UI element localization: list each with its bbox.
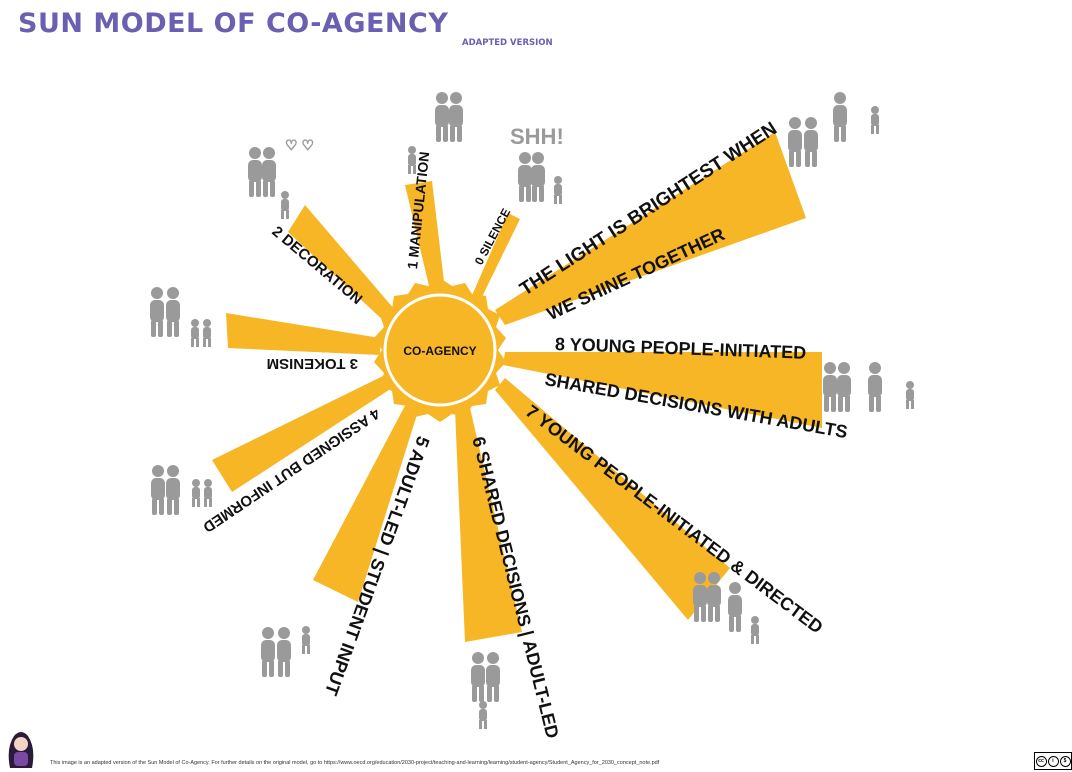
ray-1-manipulation	[405, 181, 445, 290]
footer-note: This image is an adapted version of the …	[50, 760, 660, 766]
people-shared-adults-icon	[823, 362, 914, 412]
people-shared-adult-led-icon	[471, 652, 500, 729]
people-adult-led-icon	[261, 626, 310, 677]
ray-2-decoration	[288, 205, 395, 322]
rays	[212, 132, 822, 642]
ray-6-shared-adult-led	[455, 408, 522, 642]
svg-text:♡ ♡: ♡ ♡	[285, 137, 314, 153]
sun	[374, 278, 506, 422]
people-decoration-icon: ♡ ♡	[248, 137, 315, 219]
people-icons: ♡ ♡	[150, 92, 914, 729]
ray-0-silence	[470, 213, 520, 305]
page-subtitle: ADAPTED VERSION	[462, 38, 553, 48]
ray-3-tokenism	[226, 313, 380, 355]
by-icon: i	[1047, 755, 1059, 767]
ray-8-young-people-shared	[503, 352, 822, 428]
people-silence-icon	[518, 152, 562, 204]
ray-4-assigned	[212, 375, 392, 492]
cc-icon: cc	[1035, 755, 1047, 767]
shh-text: SHH!	[510, 124, 564, 149]
ray-5-adult-led	[313, 400, 420, 602]
people-motto-icon	[788, 92, 879, 167]
people-assigned-icon	[151, 465, 212, 515]
ray-motto	[495, 132, 806, 325]
level-3-label: 3 TOKENISM	[266, 355, 358, 372]
sun-label: CO-AGENCY	[403, 344, 476, 358]
nc-icon: $	[1059, 755, 1071, 767]
page-title: SUN MODEL OF CO-AGENCY	[18, 8, 449, 39]
people-tokenism-icon	[150, 287, 211, 347]
ray-7-young-people-directed	[495, 378, 730, 620]
author-avatar	[8, 732, 34, 768]
